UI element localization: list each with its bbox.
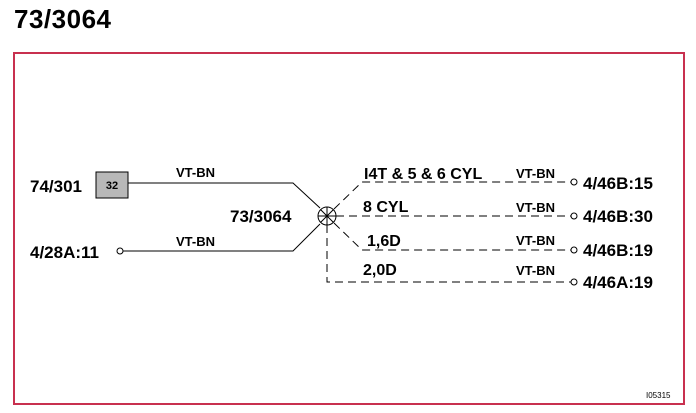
wire-label-left-1: VT-BN xyxy=(176,165,215,180)
terminal-circle-icon xyxy=(116,247,124,255)
wire-label-branch-2: VT-BN xyxy=(516,200,555,215)
wire-label-branch-1: VT-BN xyxy=(516,166,555,181)
target-label-2: 4/46B:30 xyxy=(583,207,653,226)
pin-box xyxy=(95,171,129,199)
wire-label-branch-3: VT-BN xyxy=(516,233,555,248)
wire-label-branch-4: VT-BN xyxy=(516,263,555,278)
target-label-1: 4/46B:15 xyxy=(583,174,653,193)
page-title: 73/3064 xyxy=(14,4,112,34)
variant-label-1: I4T & 5 & 6 CYL xyxy=(364,166,482,183)
wire-left-1 xyxy=(128,182,321,209)
variant-label-3: 1,6D xyxy=(367,233,401,250)
connector-74-301-label: 74/301 xyxy=(30,177,82,196)
terminal-circle-icon xyxy=(570,278,578,286)
splice-crossed-circle-icon xyxy=(317,206,337,226)
variant-label-2: 8 CYL xyxy=(363,199,409,216)
diagram-frame xyxy=(13,52,685,405)
terminal-circle-icon xyxy=(570,246,578,254)
pin-number: 32 xyxy=(106,180,118,192)
variant-label-4: 2,0D xyxy=(363,262,397,279)
wire-branch-4 xyxy=(326,225,571,283)
wire-left-2 xyxy=(123,223,321,252)
terminal-circle-icon xyxy=(570,178,578,186)
figure-id: I05315 xyxy=(646,391,671,400)
target-label-4: 4/46A:19 xyxy=(583,273,653,292)
target-label-3: 4/46B:19 xyxy=(583,241,653,260)
wire-label-left-2: VT-BN xyxy=(176,234,215,249)
connector-4-28a-11-label: 4/28A:11 xyxy=(30,243,99,262)
terminal-circle-icon xyxy=(570,212,578,220)
splice-label: 73/3064 xyxy=(230,207,292,226)
